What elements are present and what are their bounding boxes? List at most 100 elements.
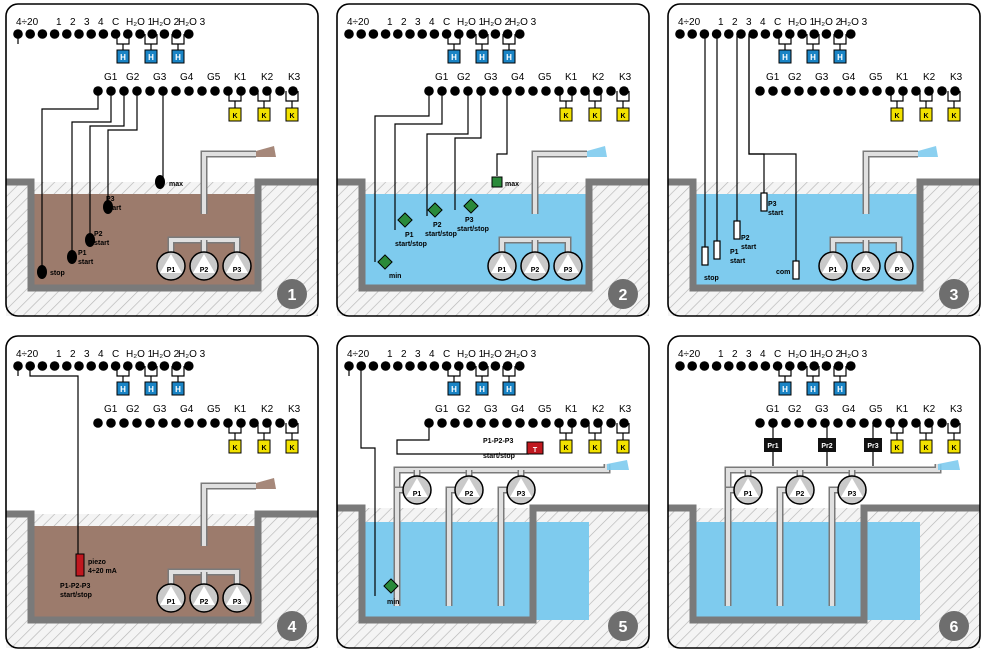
terminal-label: G1 bbox=[766, 404, 780, 415]
k-badge-label: K bbox=[563, 113, 568, 120]
label-pr1: Pr1 bbox=[767, 443, 778, 450]
panel-number-badge bbox=[608, 611, 638, 641]
terminal-dot bbox=[687, 29, 697, 39]
terminal-dot bbox=[760, 29, 771, 39]
terminal-label: G4 bbox=[180, 404, 194, 415]
pump-triangle bbox=[406, 478, 428, 497]
terminal-dot bbox=[223, 418, 233, 428]
k-badge-label: K bbox=[232, 113, 237, 120]
k-badge bbox=[919, 439, 933, 454]
terminal-label: G2 bbox=[457, 404, 471, 415]
terminal-label: G3 bbox=[815, 72, 829, 83]
k-badge bbox=[919, 107, 933, 122]
h-badge bbox=[806, 381, 820, 396]
terminal-dot bbox=[885, 86, 895, 96]
terminal-label: G1 bbox=[435, 404, 449, 415]
terminal-dot bbox=[356, 29, 366, 39]
terminal-dot bbox=[249, 418, 259, 428]
pump-label: P1 bbox=[167, 599, 176, 606]
k-badge-label: K bbox=[592, 113, 597, 120]
terminal-dot bbox=[772, 361, 783, 371]
pump-label: P3 bbox=[895, 267, 904, 274]
terminal-dot bbox=[515, 29, 525, 39]
terminal-dot bbox=[820, 418, 830, 428]
h-badge-label: H bbox=[479, 53, 485, 62]
terminal-dot bbox=[794, 418, 804, 428]
terminal-label: H₂O 2 bbox=[483, 349, 511, 360]
terminal-dot bbox=[49, 361, 60, 371]
pressure-switch bbox=[818, 438, 836, 452]
terminal-dot bbox=[454, 361, 464, 371]
pump-triangle bbox=[458, 478, 480, 497]
pump-label: P2 bbox=[796, 491, 805, 498]
k-badge bbox=[947, 107, 961, 122]
panel-number-badge bbox=[277, 279, 307, 309]
pump-label: P2 bbox=[465, 491, 474, 498]
terminal-label: H₂O 1 bbox=[126, 17, 154, 28]
outflow-spray bbox=[256, 478, 276, 489]
k-badge bbox=[228, 107, 242, 122]
h-badge bbox=[806, 49, 820, 64]
k-badge bbox=[285, 439, 299, 454]
terminal-dot bbox=[98, 29, 109, 39]
wire bbox=[41, 91, 99, 272]
terminal-dot bbox=[675, 361, 685, 371]
pump-triangle bbox=[855, 254, 877, 273]
pump-label: P2 bbox=[200, 599, 209, 606]
terminal-label: G2 bbox=[126, 404, 140, 415]
outflow-spray bbox=[587, 146, 607, 157]
terminal-label: 2 bbox=[732, 349, 738, 360]
float-switch bbox=[491, 176, 503, 188]
terminal-dot bbox=[950, 86, 960, 96]
terminal-dot bbox=[748, 29, 758, 39]
terminal-dot bbox=[872, 418, 882, 428]
h-badge bbox=[144, 381, 158, 396]
pump-triangle bbox=[841, 478, 863, 497]
wire bbox=[748, 34, 797, 264]
label-p2: P2 bbox=[94, 231, 103, 238]
terminal-label: K1 bbox=[234, 72, 247, 83]
float-switch bbox=[155, 175, 165, 189]
pump-triangle bbox=[226, 586, 248, 605]
terminal-label: G2 bbox=[457, 72, 471, 83]
k-badge bbox=[616, 107, 630, 122]
label-start-stop: start/stop bbox=[483, 453, 515, 460]
pit-wall bbox=[337, 178, 649, 292]
terminal-dot bbox=[711, 361, 722, 371]
terminal-label: K3 bbox=[619, 72, 632, 83]
terminal-label: 4÷20 bbox=[678, 17, 701, 28]
wire bbox=[71, 91, 112, 257]
h-badge-label: H bbox=[148, 53, 154, 62]
terminal-label: H₂O 2 bbox=[814, 17, 842, 28]
terminal-dot bbox=[123, 361, 133, 371]
label-p3-start: start bbox=[106, 205, 122, 212]
terminal-label: 1 bbox=[56, 17, 62, 28]
wire bbox=[496, 91, 508, 176]
terminal-dot bbox=[275, 86, 285, 96]
terminal-label: 1 bbox=[718, 17, 724, 28]
k-badge bbox=[257, 439, 271, 454]
pressure-transducer bbox=[526, 441, 544, 455]
terminal-dot bbox=[429, 361, 440, 371]
terminal-label: H₂O 2 bbox=[814, 349, 842, 360]
terminal-dot bbox=[699, 29, 710, 39]
h-badge-label: H bbox=[175, 385, 181, 394]
terminal-dot bbox=[466, 29, 476, 39]
terminal-dot bbox=[171, 86, 181, 96]
pump-label: P1 bbox=[167, 267, 176, 274]
terminal-label: 2 bbox=[401, 349, 407, 360]
h-badge bbox=[447, 381, 461, 396]
terminal-label: G4 bbox=[180, 72, 194, 83]
suction-pipe-inner bbox=[726, 488, 734, 606]
label-p1-p2-p3: P1-P2-P3 bbox=[483, 438, 513, 445]
terminal-label: G2 bbox=[126, 72, 140, 83]
terminal-dot bbox=[768, 86, 778, 96]
terminal-label: K2 bbox=[261, 404, 274, 415]
terminal-dot bbox=[515, 418, 525, 428]
pump-label: P3 bbox=[517, 491, 526, 498]
electrode bbox=[760, 192, 768, 212]
label-p2: P2 bbox=[433, 222, 442, 229]
terminal-dot bbox=[937, 418, 947, 428]
panel-number: 3 bbox=[950, 287, 959, 304]
